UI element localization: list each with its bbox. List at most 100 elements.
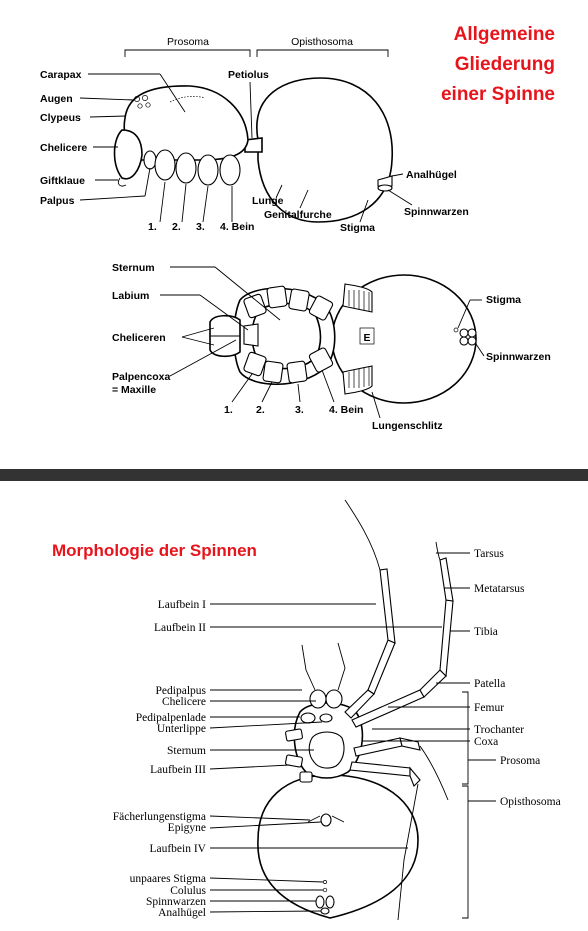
detail-pedipalpenlade: [300, 712, 316, 724]
detail-leg3-distal: [419, 745, 449, 801]
detail-leg2-tibia: [439, 599, 454, 678]
label-pedipalpus: Pedipalpus: [156, 685, 207, 697]
detail-spinnwarze: [325, 895, 335, 909]
label-laufbein-1: Laufbein I: [158, 599, 206, 611]
label-chelicere: Chelicere: [40, 142, 87, 154]
prosoma-label: Prosoma: [167, 36, 209, 48]
label-spinnwarzen: Spinnwarzen: [404, 206, 469, 218]
side-coxa-4: [219, 154, 241, 186]
label-clypeus: Clypeus: [40, 112, 81, 124]
prosoma-bracket: [124, 49, 251, 57]
opisthosoma-bracket: [256, 49, 389, 57]
detail-colulus: [322, 887, 328, 893]
label-chelicere-bottom: Chelicere: [162, 696, 206, 708]
ventral-spinnwarze: [467, 328, 477, 338]
eye-icon: [145, 102, 151, 108]
top-panel: Allgemeine Gliederung einer Spinne Proso…: [40, 24, 555, 432]
prosoma-bracket-bottom: [462, 691, 469, 785]
panel-divider: [0, 469, 588, 481]
label-spinnwarzen-bottom: Spinnwarzen: [146, 896, 206, 908]
label-ventral-bein-3: 3.: [295, 404, 304, 416]
ventral-labium: [243, 323, 259, 347]
label-genitalfurche: Genitalfurche: [264, 209, 332, 221]
detail-analhuegel: [320, 907, 330, 915]
label-tibia: Tibia: [474, 626, 498, 638]
ventral-spinnwarze: [459, 328, 469, 338]
detailed-spider-drawing: [257, 499, 454, 921]
label-augen: Augen: [40, 93, 73, 105]
label-sternum-bottom: Sternum: [167, 745, 206, 757]
eye-icon: [134, 96, 140, 102]
label-cheliceren: Cheliceren: [112, 332, 166, 344]
label-pedipalpenlade: Pedipalpenlade: [136, 712, 206, 724]
ventral-spinnwarze: [467, 336, 477, 346]
detail-opisthosoma: [257, 774, 419, 919]
bottom-leader-lines: [209, 552, 470, 913]
top-title-line-3: einer Spinne: [441, 84, 555, 105]
label-palpus: Palpus: [40, 195, 75, 207]
detail-unterlippe: [319, 713, 333, 723]
label-unpaares-stigma: unpaares Stigma: [130, 873, 206, 885]
detail-spinnwarze: [315, 895, 325, 909]
label-opisthosoma-bottom: Opisthosoma: [500, 796, 561, 808]
ventral-coxa-upper-3: [288, 288, 310, 312]
ventral-coxa-lower-1: [243, 351, 267, 377]
label-palpencoxa-1: Palpencoxa: [112, 371, 171, 383]
bottom-panel: Morphologie der Spinnen: [52, 499, 561, 921]
ventral-coxa-lower-2: [262, 360, 284, 384]
detail-coxa-left-2: [285, 754, 303, 768]
label-femur: Femur: [474, 702, 504, 714]
detail-leg2-tarsus: [435, 541, 441, 561]
label-spinnwarzen-ventral: Spinnwarzen: [486, 351, 551, 363]
detail-epigyne: [320, 813, 332, 827]
label-giftklaue: Giftklaue: [40, 175, 85, 187]
label-bein-1: 1.: [148, 221, 157, 233]
label-ventral-bein-1: 1.: [224, 404, 233, 416]
ventral-stigma: [453, 327, 459, 333]
label-lungenschlitz: Lungenschlitz: [372, 420, 443, 432]
side-palpus: [143, 150, 157, 170]
label-epigyne: Epigyne: [168, 822, 206, 834]
bottom-title: Morphologie der Spinnen: [52, 541, 257, 560]
detail-faecherlungenstigma: [307, 815, 345, 823]
detail-leg2-patella: [419, 669, 447, 698]
label-laufbein-4: Laufbein IV: [149, 843, 206, 855]
side-opisthosoma: [256, 77, 393, 223]
fovea-line: [169, 96, 206, 103]
label-petiolus: Petiolus: [228, 69, 269, 81]
ventral-spinnwarze: [459, 336, 469, 346]
detail-leg4-femur: [349, 761, 411, 777]
ventral-epigyne-box: [359, 327, 375, 345]
detail-leg1-tarsus: [344, 499, 381, 571]
detail-coxa-left-1: [285, 728, 303, 742]
side-analhuegel: [377, 175, 393, 187]
detail-coxa-left-3: [299, 771, 313, 783]
side-chelicere: [113, 129, 143, 180]
opisthosoma-bracket-bottom: [462, 785, 469, 919]
ventral-epigyne-mark: E: [363, 332, 370, 344]
label-bein-3: 3.: [196, 221, 205, 233]
label-unterlippe: Unterlippe: [157, 723, 206, 735]
label-lunge: Lunge: [252, 195, 284, 207]
eye-icon: [137, 103, 143, 109]
detail-chelicere-left: [309, 689, 327, 709]
detail-leg1-metatarsus: [379, 568, 396, 644]
side-coxa-2: [175, 152, 197, 184]
opisthosoma-label: Opisthosoma: [291, 36, 353, 48]
detail-leg4-patella: [409, 766, 421, 787]
side-coxa-3: [197, 154, 219, 186]
ventral-lungenschlitz: [342, 283, 373, 395]
detail-leg1-patella-tibia: [367, 639, 396, 695]
label-sternum-ventral: Sternum: [112, 262, 155, 274]
label-bein-2: 2.: [172, 221, 181, 233]
label-laufbein-2: Laufbein II: [154, 622, 206, 634]
side-giftklaue: [117, 177, 127, 187]
label-ventral-bein-4: 4. Bein: [329, 404, 363, 416]
label-patella: Patella: [474, 678, 505, 690]
label-analhuegel-bottom: Analhügel: [158, 907, 206, 919]
ventral-view-spider: E: [209, 274, 477, 404]
detail-sternum: [308, 731, 345, 769]
label-coxa: Coxa: [474, 736, 498, 748]
label-tarsus: Tarsus: [474, 548, 504, 560]
